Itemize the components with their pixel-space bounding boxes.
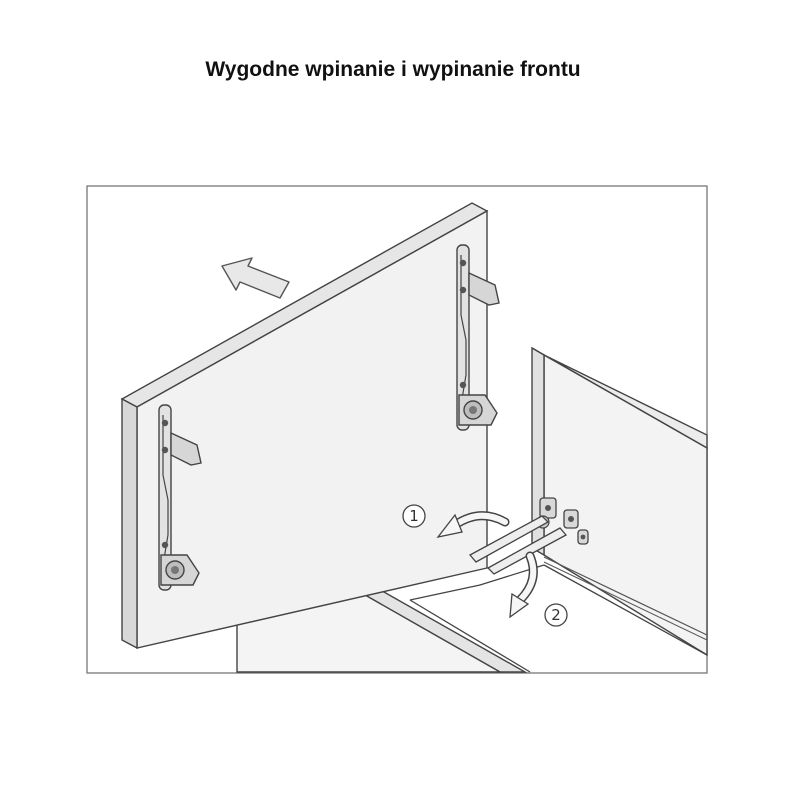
page-title: Wygodne wpinanie i wypinanie frontu xyxy=(205,58,581,81)
drawer-side-wall xyxy=(531,346,708,657)
drawer-front-panel xyxy=(120,202,489,650)
rotate-arrow-icon-2 xyxy=(509,551,538,619)
drawer-bottom xyxy=(409,564,708,673)
step-2-marker-icon: 2 xyxy=(544,603,568,627)
step-1-marker-icon: 1 xyxy=(402,504,426,528)
direction-arrow-icon xyxy=(221,257,290,299)
release-lever xyxy=(468,515,568,575)
rotate-arrow-icon xyxy=(436,511,510,538)
step-2-number: 2 xyxy=(551,606,561,624)
illustration-frame xyxy=(86,185,708,674)
step-1-number: 1 xyxy=(409,507,419,525)
